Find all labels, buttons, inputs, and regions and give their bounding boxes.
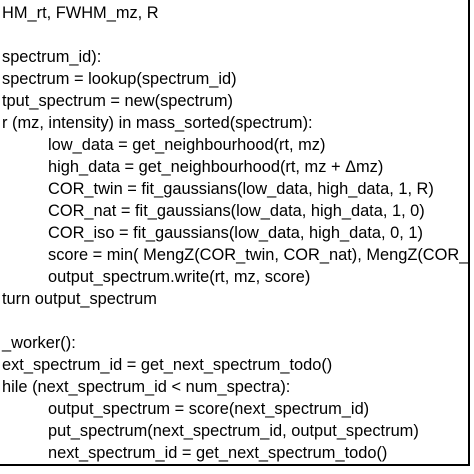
code-line-5: tput_spectrum = new(spectrum) — [2, 92, 233, 110]
code-line-4: spectrum = lookup(spectrum_id) — [2, 70, 237, 88]
code-line-19: output_spectrum = score(next_spectrum_id… — [48, 400, 370, 418]
code-line-12: score = min( MengZ(COR_twin, COR_nat), M… — [48, 246, 470, 264]
code-line-18: hile (next_spectrum_id < num_spectra): — [2, 378, 291, 396]
code-line-8: high_data = get_neighbourhood(rt, mz + Δ… — [48, 158, 384, 176]
code-line-6: r (mz, intensity) in mass_sorted(spectru… — [2, 114, 313, 132]
code-line-9: COR_twin = fit_gaussians(low_data, high_… — [48, 180, 434, 198]
code-line-14: turn output_spectrum — [2, 290, 157, 308]
code-line-3: spectrum_id): — [2, 48, 102, 66]
code-listing-frame: HM_rt, FWHM_mz, R spectrum_id): spectrum… — [0, 0, 470, 466]
code-line-17: ext_spectrum_id = get_next_spectrum_todo… — [2, 356, 333, 374]
code-listing: HM_rt, FWHM_mz, R spectrum_id): spectrum… — [2, 4, 470, 462]
code-line-16: _worker(): — [2, 334, 76, 352]
code-line-21: next_spectrum_id = get_next_spectrum_tod… — [48, 444, 388, 462]
code-line-11: COR_iso = fit_gaussians(low_data, high_d… — [48, 224, 423, 242]
code-line-7: low_data = get_neighbourhood(rt, mz) — [48, 136, 326, 154]
code-line-13: output_spectrum.write(rt, mz, score) — [48, 268, 311, 286]
code-line-1: HM_rt, FWHM_mz, R — [2, 4, 159, 22]
code-line-20: put_spectrum(next_spectrum_id, output_sp… — [48, 422, 419, 440]
code-line-10: COR_nat = fit_gaussians(low_data, high_d… — [48, 202, 425, 220]
